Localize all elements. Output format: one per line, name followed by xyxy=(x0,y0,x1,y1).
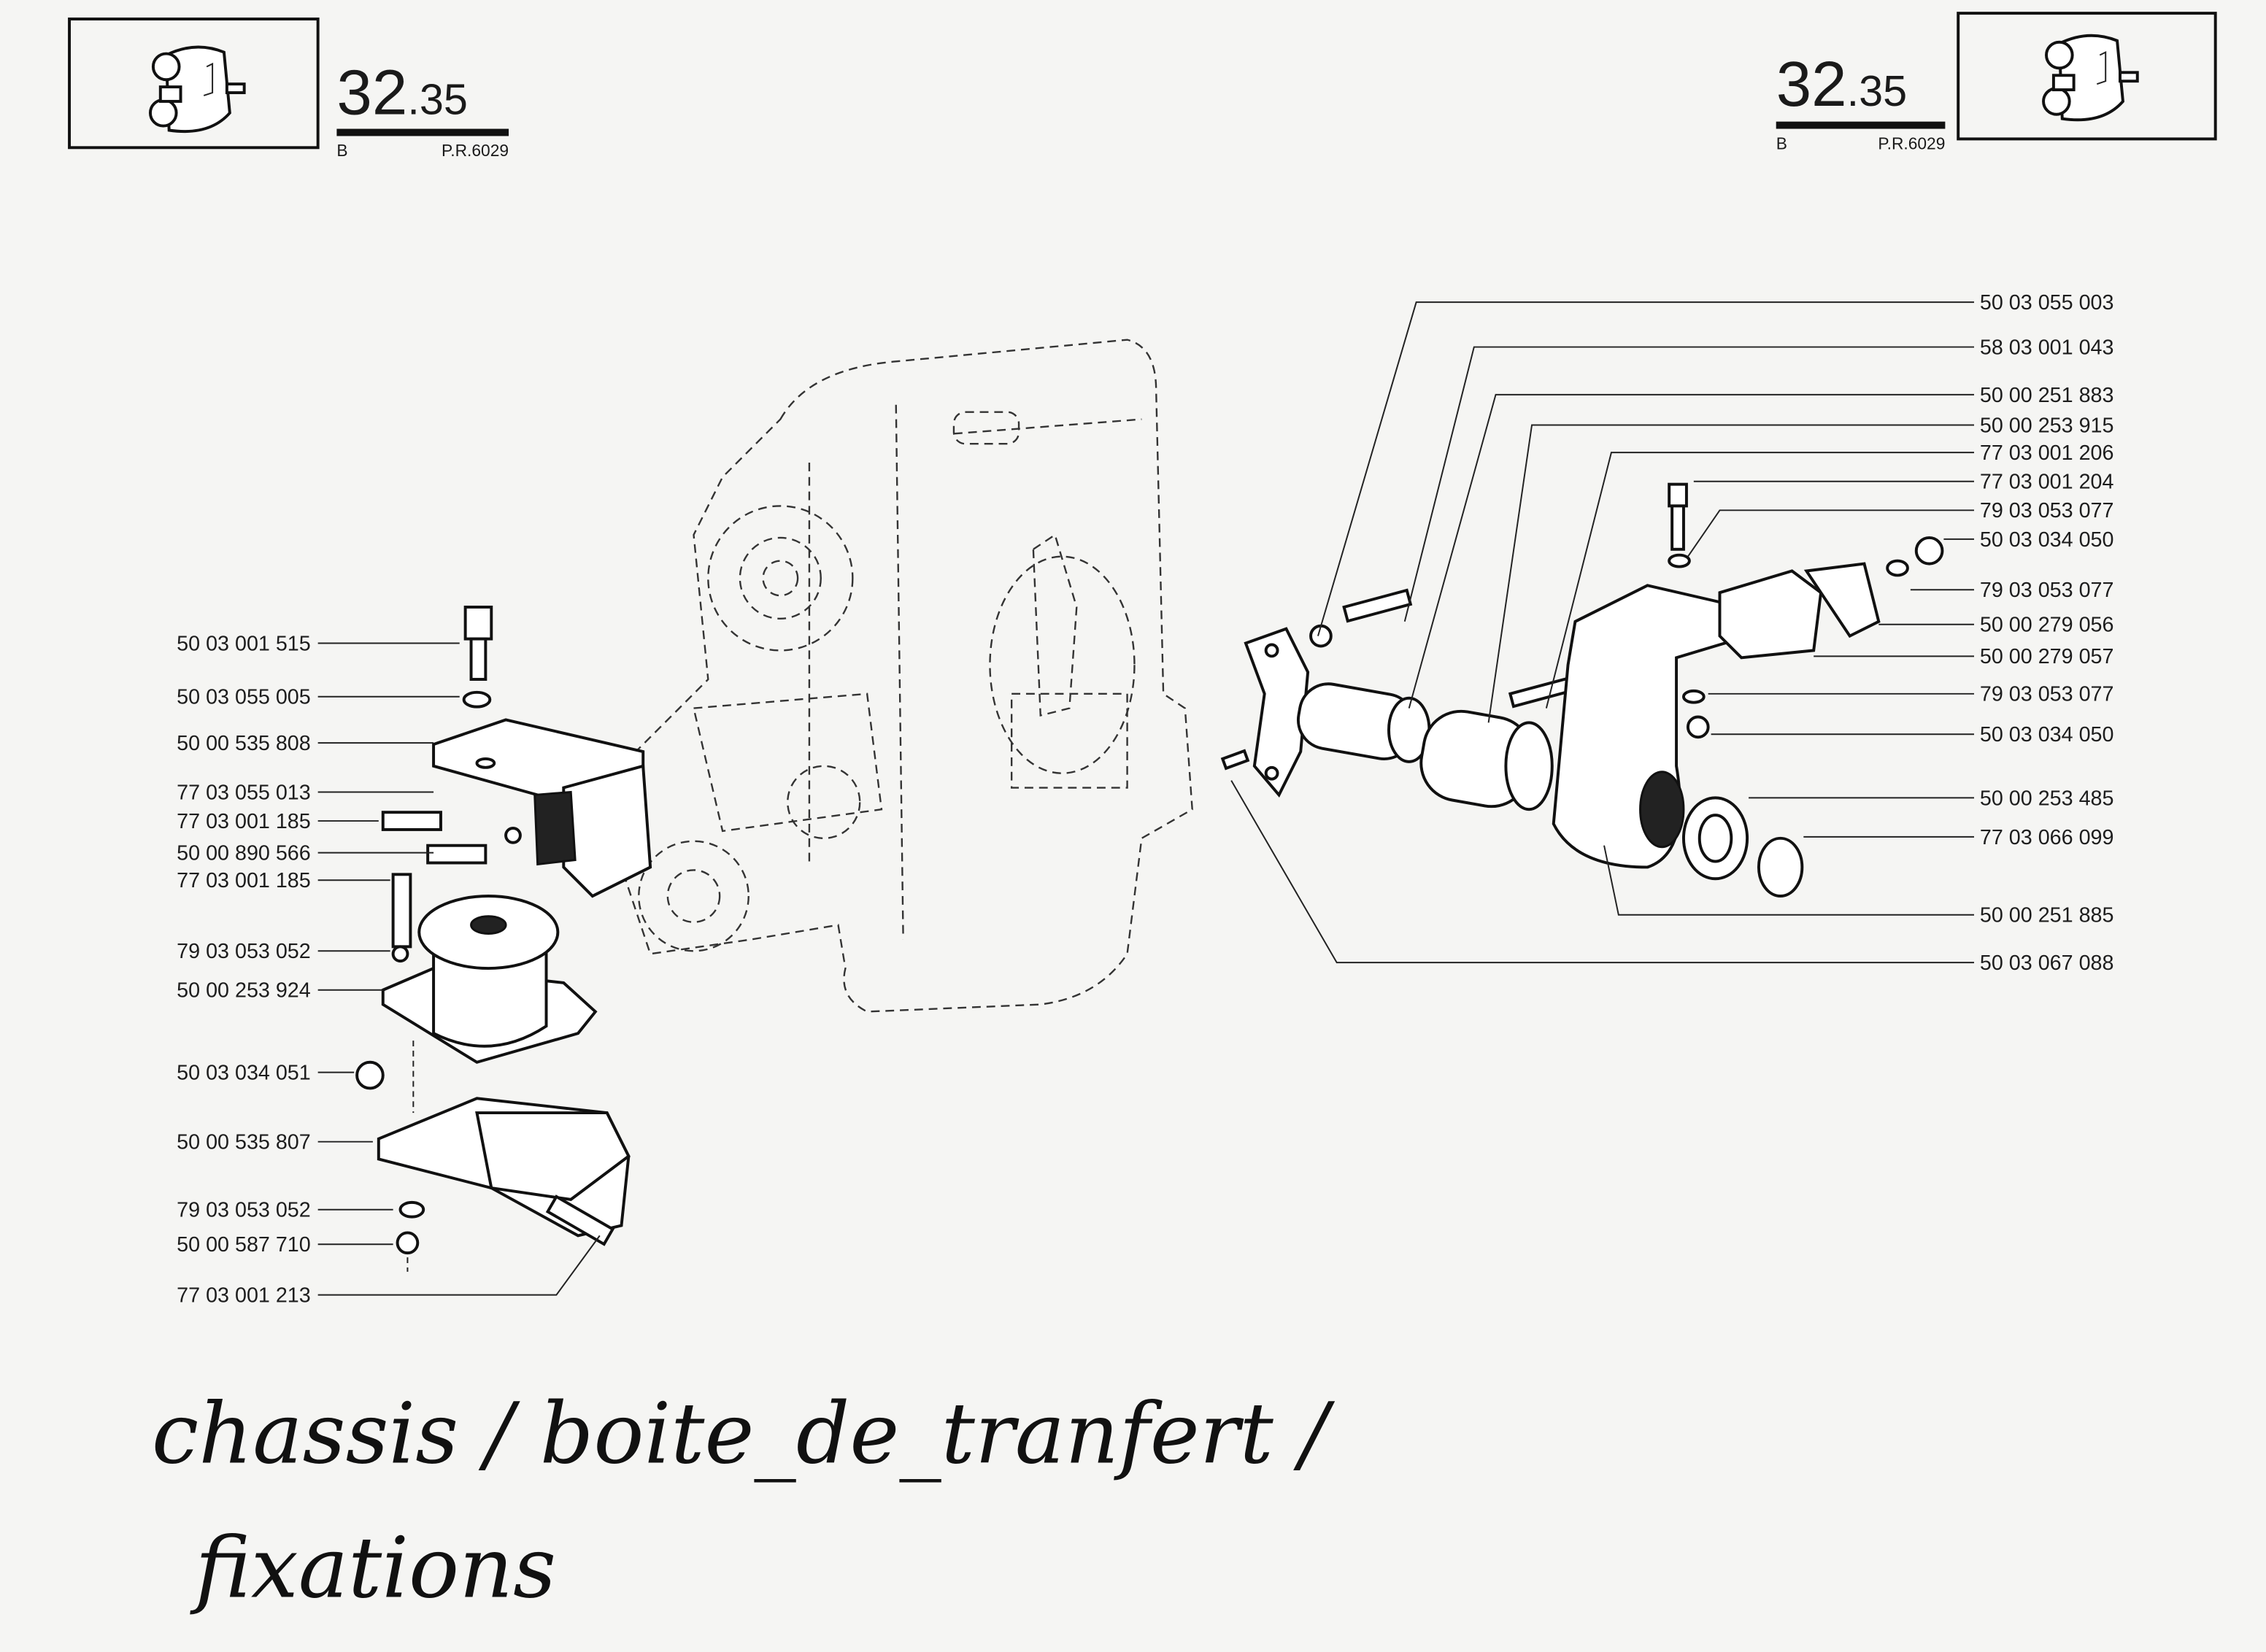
part-number-label: 50 00 279 056 xyxy=(1980,614,2114,637)
leader-line xyxy=(1403,346,1974,622)
page-number: 32.35 xyxy=(1776,49,1907,120)
part-number-label: 50 00 253 924 xyxy=(177,979,311,1003)
page-number: 32.35 xyxy=(336,58,467,128)
leader-line xyxy=(1230,780,1974,964)
handwritten-line-2: fixations xyxy=(189,1519,556,1617)
reference-code: P.R.6029 xyxy=(442,141,509,160)
header-rule xyxy=(336,128,509,136)
header-right: 32.35 B P.R.6029 xyxy=(1776,12,2217,153)
part-number-label: 79 03 053 077 xyxy=(1980,579,2114,602)
thumbnail-frame-left xyxy=(68,18,320,150)
bolt-icon xyxy=(1342,588,1413,623)
part-number-label: 77 03 001 185 xyxy=(177,869,311,892)
washer-icon xyxy=(504,826,522,844)
part-number-label: 50 03 034 051 xyxy=(177,1062,311,1085)
part-number-label: 79 03 053 052 xyxy=(177,1199,311,1222)
part-number-label: 77 03 066 099 xyxy=(1980,826,2114,849)
bolt-icon xyxy=(545,1194,615,1246)
part-number-label: 58 03 001 043 xyxy=(1980,336,2114,359)
part-number-label: 50 00 251 885 xyxy=(1980,904,2114,927)
yoke xyxy=(1244,627,1310,798)
nut-icon xyxy=(355,1060,385,1090)
bolt-icon xyxy=(1668,482,1688,508)
part-number-label: 79 03 053 077 xyxy=(1980,499,2114,522)
transfer-box-outline xyxy=(620,339,1193,1013)
nut-icon xyxy=(1686,715,1710,739)
thumbnail-frame-right xyxy=(1957,12,2217,141)
part-number-label: 79 03 053 077 xyxy=(1980,683,2114,706)
bolt-icon xyxy=(426,844,488,865)
leader-line xyxy=(317,1235,601,1296)
leader-line xyxy=(1487,424,1974,723)
part-number-label: 50 00 253 915 xyxy=(1980,414,2114,437)
part-number-label: 77 03 001 213 xyxy=(177,1284,311,1307)
bolt-icon xyxy=(381,811,442,831)
leader-lines xyxy=(317,301,1974,1296)
gearbox-thumbnail-icon xyxy=(2042,34,2139,122)
part-number-label: 79 03 053 052 xyxy=(177,940,311,963)
section-letter: B xyxy=(1776,134,1787,153)
part-number-label: 50 03 034 050 xyxy=(1980,723,2114,746)
leader-line xyxy=(1545,452,1974,709)
part-number-label: 50 00 251 883 xyxy=(1980,384,2114,407)
part-number-label: 50 03 055 003 xyxy=(1980,291,2114,314)
reference-code: P.R.6029 xyxy=(1878,134,1945,153)
gearbox-thumbnail-icon xyxy=(148,45,246,134)
part-number-label: 50 03 034 050 xyxy=(1980,528,2114,552)
part-number-label: 50 00 279 057 xyxy=(1980,645,2114,668)
part-number-labels: 50 03 001 515 50 03 055 005 50 00 535 808 7… xyxy=(177,291,2113,1307)
bolt-icon xyxy=(391,873,412,949)
part-number-label: 50 00 535 808 xyxy=(177,732,311,755)
part-number-label: 50 00 535 807 xyxy=(177,1131,311,1154)
part-number-label: 50 00 253 485 xyxy=(1980,787,2114,810)
circlip xyxy=(1757,836,1804,898)
nut-icon xyxy=(1914,536,1944,566)
leader-line xyxy=(1603,845,1974,916)
bolt-icon xyxy=(463,606,493,641)
right-arm-assembly xyxy=(1220,482,1944,898)
part-number-label: 50 00 890 566 xyxy=(177,842,311,865)
part-number-label: 50 03 055 005 xyxy=(177,686,311,709)
part-number-label: 77 03 001 206 xyxy=(1980,441,2114,465)
part-number-label: 50 03 001 515 xyxy=(177,632,311,655)
washer-icon xyxy=(462,690,492,709)
slide-block xyxy=(1718,569,1823,660)
part-number-label: 77 03 001 204 xyxy=(1980,471,2114,494)
part-number-label: 50 03 067 088 xyxy=(1980,952,2114,975)
section-letter: B xyxy=(336,141,347,160)
header-rule xyxy=(1776,121,1946,129)
handwritten-line-1: chassis / boite_de_tranfert / xyxy=(152,1385,1335,1483)
pin-icon xyxy=(1220,749,1250,771)
header-left: 32.35 B P.R.6029 xyxy=(68,18,509,160)
washer-icon xyxy=(1309,624,1333,648)
leader-line xyxy=(1408,393,1974,709)
part-number-label: 77 03 001 185 xyxy=(177,810,311,833)
part-number-label: 77 03 055 013 xyxy=(177,781,311,804)
left-mount-assembly xyxy=(355,606,652,1272)
nut-icon xyxy=(396,1231,420,1255)
part-number-label: 50 00 587 710 xyxy=(177,1233,311,1257)
leader-line xyxy=(1687,509,1974,557)
handwritten-caption: chassis / boite_de_tranfert / fixations xyxy=(152,1385,1335,1617)
arm xyxy=(1552,584,1751,869)
leader-line xyxy=(1317,301,1974,636)
